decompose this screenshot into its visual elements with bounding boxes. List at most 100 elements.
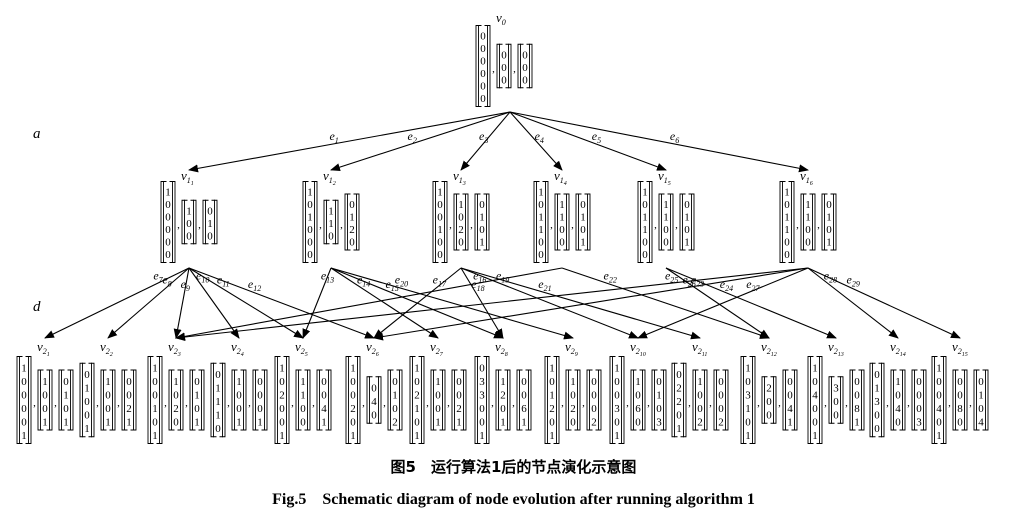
state-vector: 200, [761,376,781,424]
vector-entry: 0 [978,376,984,388]
edge-label: e22 [604,268,617,284]
vector-entry: 1 [437,224,443,236]
vector-entry: 0 [126,376,132,388]
vector-entry: 8 [957,403,963,415]
vector-entry: 1 [538,212,544,224]
vector-entry: 1 [350,430,356,442]
vector-entry: 0 [826,224,832,236]
vector-entry: 0 [549,376,555,388]
vector-entry: 0 [916,389,922,401]
vector-entry: 0 [63,376,69,388]
vector-entry: 1 [279,430,285,442]
vector-entry: 1 [236,416,242,428]
vector-entry: 8 [854,403,860,415]
vector-entry: 0 [591,403,597,415]
node-label-v2-13: v213 [828,339,844,358]
edge-e21: e21 [460,267,701,340]
vector-separator: , [688,397,691,409]
vector-entry: 0 [501,62,507,74]
vector-entry: 2 [697,416,703,428]
vector-entry: 1 [521,416,527,428]
vector-entry: 0 [522,74,528,86]
vector-entry: 0 [437,212,443,224]
vector-entry: 0 [787,389,793,401]
vector-entry: 3 [479,389,485,401]
vector-entry: 0 [480,31,486,43]
vector-entry: 0 [165,212,171,224]
vector-entry: 2 [349,224,355,236]
edge-e27: e27 [637,267,809,339]
vector-entry: 1 [165,187,171,199]
vector-entry: 0 [307,237,313,249]
state-vector: 040, [366,376,386,424]
vector-entry: 0 [957,389,963,401]
edge-e26: e26 [373,267,809,341]
node-label-v2-8: v28 [495,339,508,358]
edge-e29: e29 [807,267,961,339]
vector-separator: , [291,397,294,409]
vector-entry: 0 [207,230,213,242]
vector-entry: 1 [257,416,263,428]
edge-e13: e13 [302,267,334,339]
vector-entry: 0 [279,416,285,428]
vector-entry: 1 [874,383,880,395]
vector-entry: 1 [152,403,158,415]
vector-separator: , [164,397,167,409]
vector-entry: 4 [371,396,377,408]
edge-e7: e7 [44,267,190,339]
vector-entry: 0 [186,218,192,230]
vector-entry: 0 [522,49,528,61]
vector-separator: , [948,397,951,409]
vector-separator: , [654,219,657,231]
vector-entry: 0 [642,249,648,261]
edge-label: e18 [471,277,484,293]
vector-entry: 0 [456,389,462,401]
edges-layer: e1e2e3e4e5e6e7e8e9e10e11e12e13e14e15e16e… [44,111,961,341]
vector-entry: 1 [663,199,669,211]
vector-entry: 4 [812,389,818,401]
vector-entry: 0 [207,205,213,217]
node-label-v1-1: v11 [181,168,194,187]
edge-label: e6 [670,129,679,145]
vector-entry: 1 [656,389,662,401]
vector-entry: 0 [697,403,703,415]
vector-entry: 0 [895,416,901,428]
node-label-v2-12: v212 [761,339,777,358]
vector-entry: 0 [745,416,751,428]
state-vector: 010 [202,199,218,245]
edge-e22: e22 [561,267,770,339]
node-label-v1-6: v16 [800,168,813,187]
edge-label: e7 [153,268,163,284]
vector-entry: 1 [614,362,620,374]
node-label-v1-3: v13 [453,168,466,187]
vector-entry: 0 [826,199,832,211]
vector-entry: 1 [676,423,682,435]
edge-e18: e18 [460,267,504,339]
vector-entry: 2 [591,416,597,428]
vector-entry: 1 [321,416,327,428]
edge-label: e24 [720,277,733,293]
vector-entry: 0 [916,376,922,388]
vector-entry: 0 [63,403,69,415]
vector-entry: 0 [414,416,420,428]
edge-e4: e4 [509,111,563,171]
edge-label: e17 [433,273,447,289]
vector-entry: 1 [42,416,48,428]
vector-entry: 2 [414,389,420,401]
vector-entry: 0 [165,199,171,211]
vector-entry: 1 [435,416,441,428]
